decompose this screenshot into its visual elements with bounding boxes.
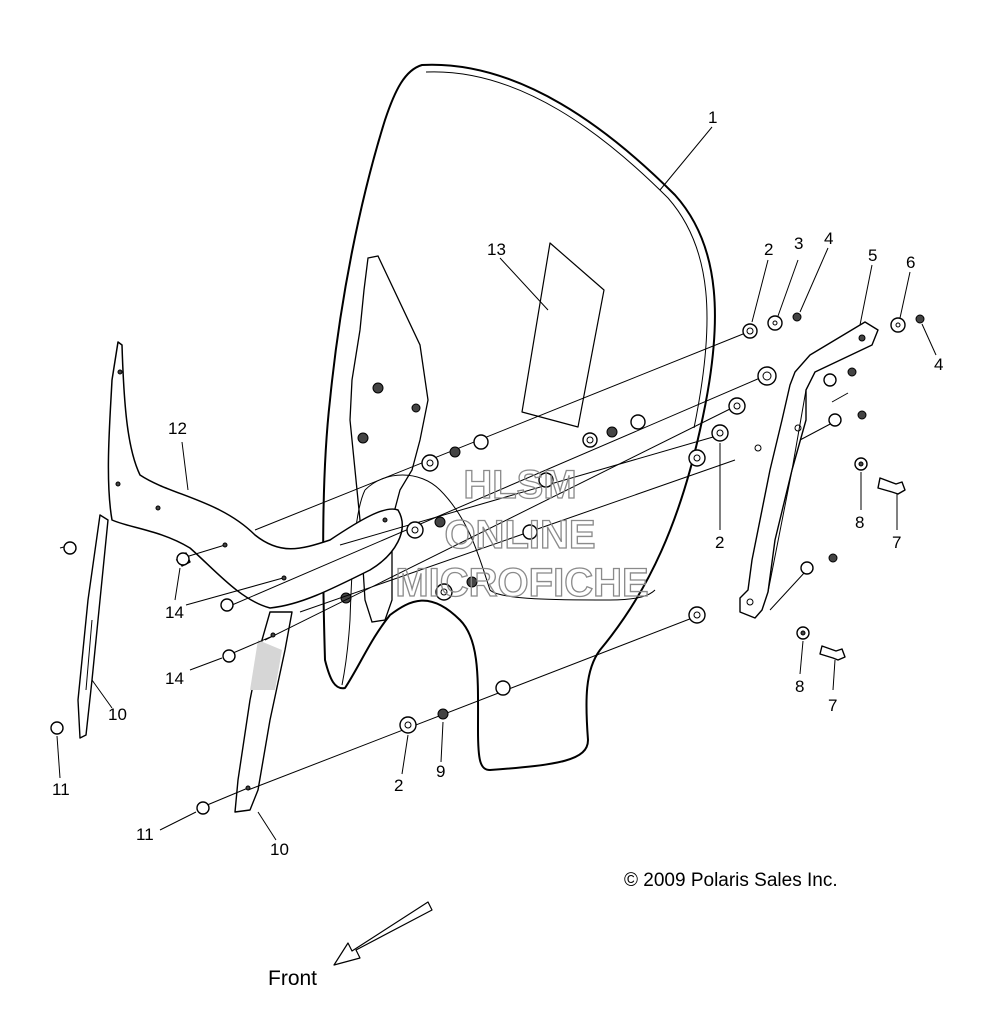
callout-10-left: 10 [108,705,127,724]
callout-8-lower: 8 [795,677,804,696]
callout-14-upper: 14 [165,603,184,622]
callout-14-lower: 14 [165,669,184,688]
callout-8-upper: 8 [855,513,864,532]
hardware [50,312,925,815]
callout-7-lower: 7 [828,696,837,715]
bolt-lines [59,331,849,809]
front-label: Front [268,967,317,990]
watermark-line3: MICROFICHE [395,561,648,605]
watermark: HLSM ONLINE MICROFICHE [395,462,650,605]
copyright-text: © 2009 Polaris Sales Inc. [624,870,838,891]
right-mount-bracket [739,321,879,619]
trim-strip-right [234,611,293,813]
callout-13: 13 [487,240,506,259]
decal [521,242,605,428]
callout-3: 3 [794,234,803,253]
front-arrow [333,901,433,966]
callout-2-right: 2 [715,533,724,552]
watermark-line2: ONLINE [444,513,595,557]
callout-6: 6 [906,253,915,272]
callout-12: 12 [168,419,187,438]
panel [107,341,403,609]
callout-9: 9 [436,762,445,781]
trim-strip-left [77,514,109,739]
callout-leaders [56,126,937,841]
callout-10-lower: 10 [270,840,289,859]
callout-labels: 1 2 3 4 5 6 4 2 8 7 8 7 13 12 14 14 10 1… [52,108,943,859]
callout-2-top: 2 [764,240,773,259]
callout-11-lower: 11 [136,825,154,844]
callout-1: 1 [708,108,717,127]
callout-5: 5 [868,246,877,265]
callout-11-left: 11 [52,780,70,799]
callout-2-bottom: 2 [394,776,403,795]
callout-4-right: 4 [934,355,943,374]
callout-7-upper: 7 [892,533,901,552]
watermark-line1: HLSM [463,463,576,507]
callout-4-top: 4 [824,229,833,248]
windshield [322,63,716,771]
